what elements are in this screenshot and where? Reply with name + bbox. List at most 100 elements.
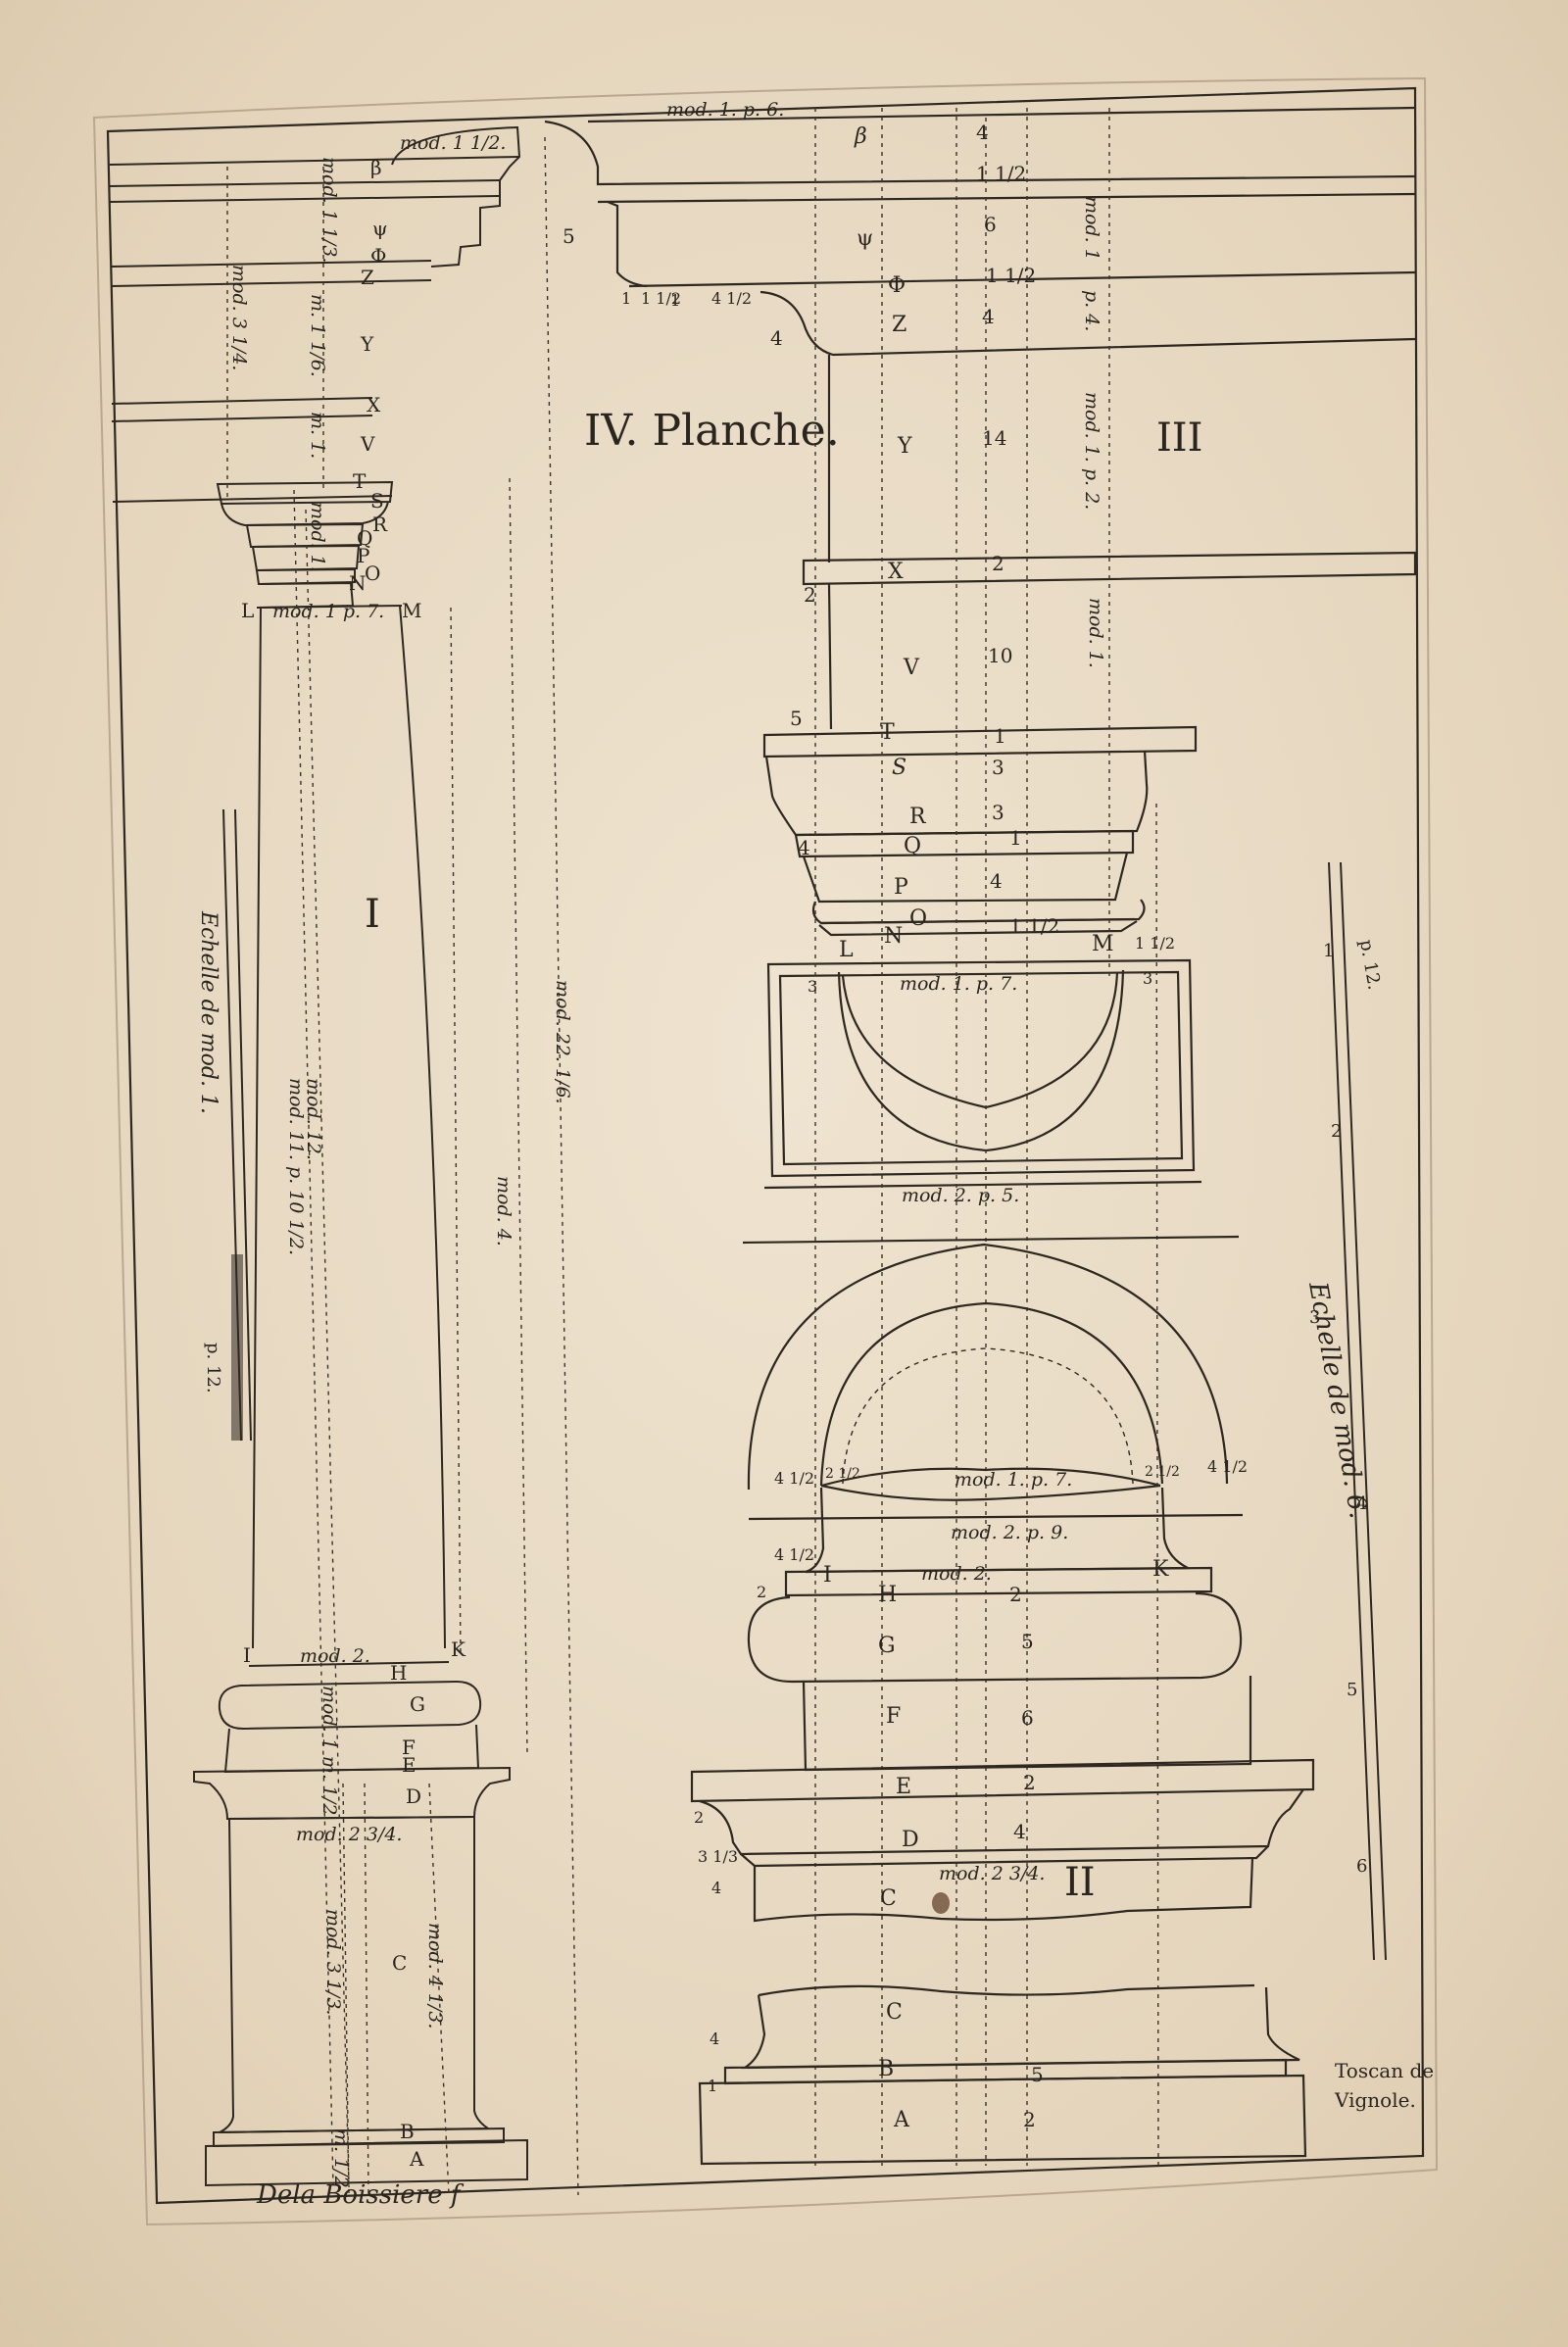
- fig2-num: 2 1/2: [825, 1466, 860, 1482]
- caption-line-2: Vignole.: [1334, 2088, 1416, 2112]
- fig1-dim-shaft: mod. 12.: [303, 1078, 324, 1160]
- fig2-num: 3 1/3: [698, 1847, 738, 1866]
- fig2-letter: C: [886, 2000, 903, 2025]
- left-scale-unit: p. 12.: [203, 1343, 223, 1394]
- fig2-num: 6: [1021, 1706, 1034, 1730]
- engraver-signature: Dela Boissiere f: [256, 2180, 465, 2210]
- fig1-letter: β: [370, 156, 382, 179]
- fig1-letter: Q: [357, 526, 372, 550]
- fig2-num: 5: [1021, 1630, 1034, 1653]
- fig2-num: 2: [757, 1583, 766, 1601]
- fig3-dim-abacus: mod. 1. p. 7.: [900, 973, 1017, 995]
- fig1-dim-plinth: mod. 2 3/4.: [296, 1824, 402, 1845]
- fig1-letter: X: [367, 393, 381, 416]
- figure-ii-detail: [690, 1235, 1315, 2166]
- fig1-dim-shaft-inner: mod. 11. p. 10 1/2.: [285, 1078, 307, 1255]
- fig1-letter: S: [370, 489, 384, 513]
- fig1-dim-neck: mod. 1 p. 7.: [272, 601, 384, 622]
- fig1-dim-base: mod. 1 m. 1/2: [318, 1686, 340, 1816]
- fig1-dim-pedestal: mod. 4 1/3.: [424, 1923, 446, 2029]
- fig2-letter: C: [880, 1886, 897, 1911]
- fig1-dim-capital: mod. 1.: [307, 502, 328, 572]
- fig3-num: 6: [984, 213, 997, 236]
- right-scale-mark: 1: [1323, 941, 1334, 961]
- fig3-letter: β: [854, 124, 867, 149]
- fig1-dim-pedestal-total: mod. 4.: [493, 1176, 514, 1247]
- fig3-letter: N: [884, 924, 903, 949]
- fig2-num: 2: [1009, 1583, 1022, 1606]
- right-scale-mark: 3: [1309, 1307, 1320, 1328]
- fig1-dim-entablature: mod. 3 1/4.: [228, 265, 250, 370]
- fig3-num: 1: [621, 289, 631, 308]
- fig3-num: 5: [563, 224, 575, 248]
- fig3-num: 4: [976, 121, 989, 144]
- figure-i-numeral: I: [365, 892, 380, 937]
- fig3-dim-top: mod. 1. p. 6.: [666, 99, 784, 121]
- fig2-num: 4 1/2: [774, 1545, 814, 1564]
- fig3-letter: R: [909, 805, 927, 829]
- fig3-letter: Φ: [888, 273, 906, 298]
- right-scale-marks: 1 2 3 4 5 6: [1309, 941, 1367, 1877]
- fig1-letter: V: [360, 432, 375, 456]
- fig1-dim-total: mod. 22. 1/6.: [552, 980, 573, 1104]
- fig3-num: 10: [988, 644, 1012, 667]
- fig1-letter: M: [402, 599, 421, 622]
- fig3-letter: X: [888, 560, 904, 584]
- fig3-letter: P: [894, 875, 908, 900]
- fig3-num: 3: [992, 801, 1004, 824]
- fig3-dim-cornice: mod. 1: [1081, 196, 1102, 261]
- right-scale-mark: 2: [1331, 1121, 1342, 1142]
- fig1-letter: K: [451, 1638, 466, 1661]
- fig2-num: 2: [1023, 1771, 1036, 1794]
- fig3-dim-width: mod. 2. p. 5.: [902, 1185, 1019, 1206]
- right-scale-mark: 4: [1356, 1493, 1367, 1514]
- fig2-letter: F: [886, 1704, 901, 1729]
- fig2-letter: E: [896, 1775, 911, 1799]
- fig3-num: 4: [990, 869, 1003, 893]
- figure-ii-numeral: II: [1064, 1860, 1096, 1905]
- fig2-num: 4 1/2: [774, 1469, 814, 1488]
- figure-ii-dims: mod. 1. p. 7. mod. 2. p. 9. mod. 2. mod.…: [921, 1469, 1072, 1884]
- fig1-letter: Φ: [370, 244, 386, 268]
- figure-ii-numbers: 2 5 6 2 4 2 5 4 1/2 4 1/2 2 1/2 2 1/2 4 …: [694, 1457, 1248, 2131]
- fig3-letter: T: [880, 720, 895, 745]
- plate-title: IV. Planche.: [584, 406, 840, 456]
- right-scale-mark: 6: [1356, 1856, 1367, 1877]
- fig1-letter: R: [372, 513, 388, 536]
- fig3-letter: S: [892, 756, 906, 780]
- figure-ii-letters: I H K G F E D C C B A: [823, 1557, 1169, 2132]
- fig3-letter: M: [1092, 932, 1114, 956]
- right-scale: [1328, 861, 1387, 1961]
- fig1-letter: P: [357, 544, 369, 567]
- fig1-dim-frieze: m. 1 1/6.: [307, 294, 328, 377]
- fig2-letter: A: [893, 2108, 910, 2132]
- fig1-letter: F: [402, 1736, 416, 1759]
- fig3-num: 14: [982, 426, 1006, 450]
- fig1-dim-foot: m. 1/2: [330, 2128, 352, 2188]
- fig3-num: 2: [992, 552, 1004, 575]
- fig3-letter: Y: [897, 434, 912, 459]
- figure-iii-numbers: 4 1 1/2 6 1 1/2 4 14 2 10 1 3 3 1 4 1 1/…: [563, 121, 1175, 996]
- fig3-num: 1: [1009, 826, 1022, 850]
- fig3-num: 5: [790, 707, 803, 730]
- fig3-dim-frieze2: mod. 1. p. 2.: [1081, 392, 1102, 510]
- left-scale-label: Echelle de mod. 1.: [196, 910, 220, 1114]
- fig1-dim-cornice-side: mod. 1 1/3.: [318, 157, 340, 263]
- fig2-letter: G: [878, 1634, 896, 1658]
- fig3-dim-frieze: p. 4.: [1081, 290, 1102, 331]
- fig2-letter: H: [878, 1583, 897, 1607]
- fig3-num: 1 1/2: [641, 289, 681, 308]
- fig3-num: 4 1/2: [711, 289, 752, 308]
- fig1-letter: D: [406, 1785, 421, 1808]
- fig2-num: 4 1/2: [1207, 1457, 1248, 1476]
- fig2-dim-base: mod. 2.: [921, 1563, 992, 1585]
- fig1-letter: N: [349, 571, 367, 595]
- right-scale-mark: 5: [1347, 1680, 1357, 1700]
- fig1-letter: ψ: [372, 217, 388, 240]
- fig3-num: 1 1/2: [1009, 914, 1059, 938]
- fig3-num: 4: [770, 326, 783, 350]
- fig3-letter: L: [839, 938, 854, 962]
- fig1-letter: T: [353, 469, 367, 493]
- fig1-letter: E: [402, 1753, 416, 1777]
